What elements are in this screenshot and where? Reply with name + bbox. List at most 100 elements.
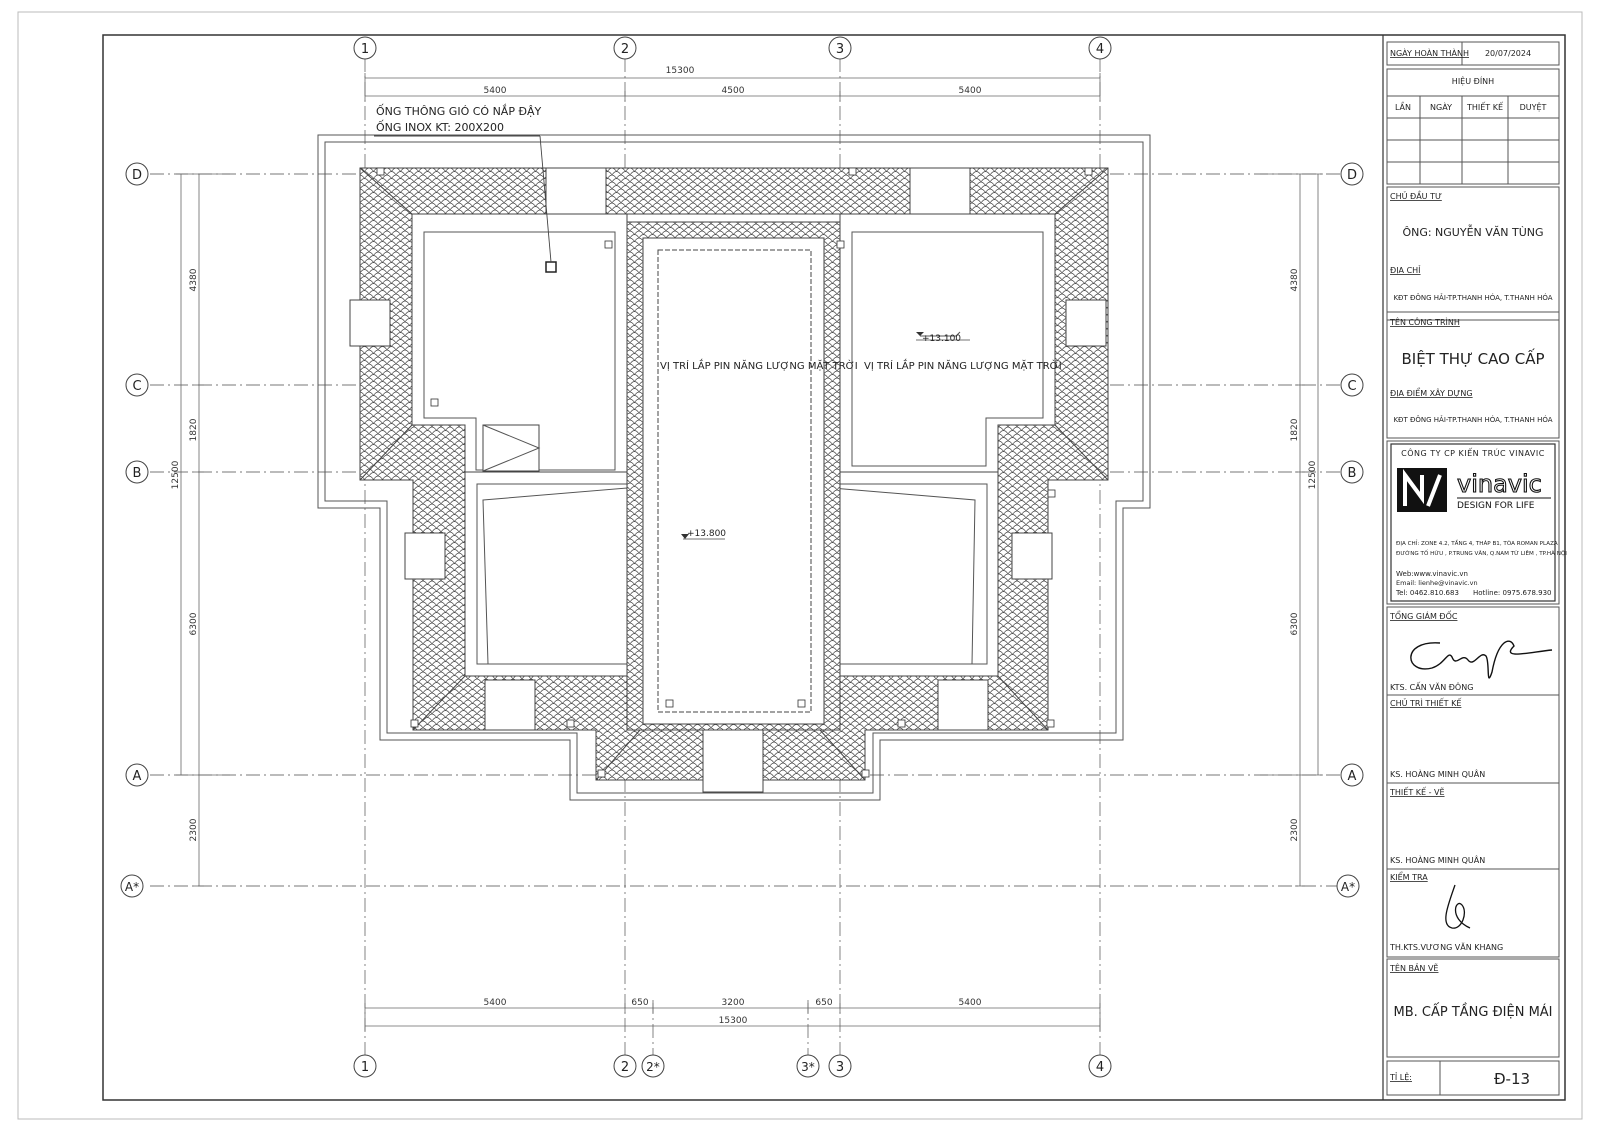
drain-markers (376, 167, 1093, 778)
scale-label: TỈ LỆ: (1389, 1071, 1412, 1083)
dim-total-top: 15300 (666, 66, 695, 76)
site-label: ĐỊA ĐIỂM XÂY DỰNG (1390, 386, 1473, 399)
axis-label: B (1348, 466, 1357, 481)
level-value: +13.800 (687, 529, 726, 539)
dim-bottom: 5400 (959, 998, 982, 1008)
revision-title: HIỆU ĐÍNH (1452, 75, 1494, 87)
solar-panel-label-left: VỊ TRÍ LẮP PIN NĂNG LƯỢNG MẶT TRỜI (660, 358, 858, 372)
vent-pipe-note: ỐNG THÔNG GIÓ CÓ NẮP ĐẬY ỐNG INOX KT: 20… (374, 104, 557, 273)
axis-label: B (133, 466, 142, 481)
axis-label: A (133, 769, 142, 784)
lead-name: KS. HOÀNG MINH QUÂN (1390, 768, 1485, 779)
logo-slogan: DESIGN FOR LIFE (1457, 501, 1535, 511)
director-signature (1410, 640, 1553, 679)
dim-bottom: 650 (631, 998, 648, 1008)
project-name: BIỆT THỰ CAO CẤP (1401, 347, 1544, 368)
completion-date: 20/07/2024 (1485, 49, 1531, 58)
axis-label: C (1347, 379, 1356, 394)
axis-bubbles-left: D C B A A* (120, 162, 149, 898)
address-label: ĐỊA CHỈ (1390, 264, 1421, 276)
company-tel: Tel: 0462.810.683 (1395, 589, 1459, 597)
checker-signature (1445, 884, 1471, 929)
outer-border (17, 11, 1583, 1120)
revision-col: THIẾT KẾ (1466, 101, 1504, 112)
dim-right: 6300 (1290, 612, 1300, 635)
site-value: KĐT ĐÔNG HẢI-TP.THANH HÓA, T.THANH HÓA (1393, 415, 1552, 424)
axis-label: 2* (646, 1060, 660, 1074)
flat-roof-areas (411, 213, 1056, 731)
company-address-1: ĐỊA CHỈ: ZONE 4.2, TẦNG 4, THÁP B1, TÒA … (1396, 539, 1558, 547)
logo-glyph (1403, 468, 1442, 507)
dim-top: 4500 (722, 86, 745, 96)
director-name: KTS. CẤN VĂN ĐÔNG (1390, 681, 1473, 692)
axis-label: D (1347, 168, 1357, 183)
axis-label: C (132, 379, 141, 394)
axis-label: 4 (1096, 1060, 1104, 1075)
axis-label: 2 (621, 1060, 629, 1075)
dim-left: 2300 (189, 818, 199, 841)
dim-left: 1820 (189, 418, 199, 441)
dim-top: 5400 (484, 86, 507, 96)
dim-total-bottom: 15300 (719, 1016, 748, 1026)
dim-right: 1820 (1290, 418, 1300, 441)
dim-top: 5400 (959, 86, 982, 96)
dim-bottom: 650 (815, 998, 832, 1008)
axis-bubbles-bottom: 1 2 2* 3* 3 4 (353, 1054, 1112, 1078)
axis-label: 3 (836, 1060, 844, 1075)
dimensions-top: 15300 5400 4500 5400 (364, 66, 1101, 101)
company-email: Email: lienhe@vinavic.vn (1396, 579, 1478, 587)
owner-name: ÔNG: NGUYỄN VĂN TÙNG (1402, 224, 1543, 239)
sheet-number: Đ-13 (1494, 1070, 1530, 1088)
axis-bubbles-right: D C B A A* (1336, 162, 1364, 898)
drafter-label: THIẾT KẾ - VẼ (1389, 786, 1445, 797)
axis-label: A* (1341, 880, 1355, 894)
checker-label: KIỂM TRA (1390, 870, 1428, 882)
axis-label: 1 (361, 42, 369, 57)
dim-bottom: 5400 (484, 998, 507, 1008)
dim-bottom: 3200 (722, 998, 745, 1008)
level-value: +13.100 (922, 334, 961, 344)
company-hotline: Hotline: 0975.678.930 (1473, 589, 1552, 597)
axis-label: A (1348, 769, 1357, 784)
vent-note-line2: ỐNG INOX KT: 200X200 (376, 120, 504, 134)
completion-label: NGÀY HOÀN THÀNH (1390, 47, 1469, 58)
dim-total-right: 12500 (1308, 460, 1318, 489)
axis-label: 3 (836, 42, 844, 57)
company-address-2: ĐƯỜNG TỐ HỮU , P.TRUNG VĂN, Q.NAM TỪ LIÊ… (1396, 549, 1567, 557)
address-value: KĐT ĐÔNG HẢI-TP.THANH HÓA, T.THANH HÓA (1393, 293, 1552, 302)
vent-note-line1: ỐNG THÔNG GIÓ CÓ NẮP ĐẬY (376, 104, 541, 118)
axis-label: 3* (801, 1060, 815, 1074)
lead-label: CHỦ TRÌ THIẾT KẾ (1390, 697, 1462, 708)
title-block: NGÀY HOÀN THÀNH 20/07/2024 HIỆU ĐÍNH LẦN… (1382, 35, 1567, 1100)
axis-label: 1 (361, 1060, 369, 1075)
revision-col: NGÀY (1430, 101, 1452, 112)
company-web: Web:www.vinavic.vn (1396, 570, 1468, 578)
vent-pipe-symbol (545, 261, 557, 273)
drawing-label: TÊN BẢN VẼ (1389, 962, 1438, 973)
dim-left: 6300 (189, 612, 199, 635)
roof-outline (317, 134, 1151, 801)
logo-text: vinavic (1457, 470, 1542, 498)
solar-panel-label-right: VỊ TRÍ LẮP PIN NĂNG LƯỢNG MẶT TRỜI (864, 358, 1062, 372)
level-marker-center: +13.800 (681, 529, 726, 540)
revision-col: DUYỆT (1520, 101, 1547, 113)
dim-left: 4380 (189, 268, 199, 291)
dim-total-left: 12500 (171, 460, 181, 489)
drawing-name: MB. CẤP TẦNG ĐIỆN MÁI (1393, 1003, 1552, 1020)
dim-right: 4380 (1290, 268, 1300, 291)
dim-right: 2300 (1290, 818, 1300, 841)
roof-plan: 1 2 3 4 1 2 2* 3* 3 4 D C (120, 36, 1364, 1078)
roof-tiles (349, 167, 1109, 793)
level-marker-right: +13.100 (916, 331, 970, 344)
director-label: TỔNG GIÁM ĐỐC (1389, 609, 1458, 621)
axis-label: 2 (621, 42, 629, 57)
axis-bubbles-top: 1 2 3 4 (353, 36, 1112, 60)
vinavic-logo: vinavic DESIGN FOR LIFE (1397, 468, 1551, 512)
dimensions-left: 4380 1820 6300 2300 12500 (171, 173, 230, 887)
dimensions-bottom: 5400 650 3200 650 5400 15300 (364, 998, 1101, 1031)
drawing-frame (102, 34, 1566, 1101)
project-label: TÊN CÔNG TRÌNH (1389, 316, 1460, 327)
axis-label: 4 (1096, 42, 1104, 57)
company-name: CÔNG TY CP KIẾN TRÚC VINAVIC (1401, 447, 1545, 458)
